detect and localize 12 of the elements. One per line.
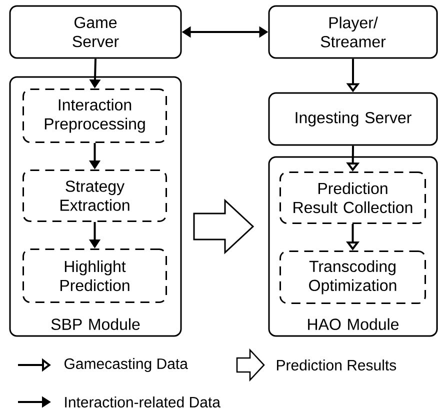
legend-text: Gamecasting Data (64, 358, 188, 372)
step-box: Prediction Result Collection (280, 172, 426, 224)
legend-text: Prediction Results (277, 360, 396, 370)
server-box: Game Server (9, 5, 182, 59)
step-box: Transcoding Optimization (280, 250, 426, 304)
step-box: Strategy Extraction (22, 170, 167, 222)
block-arrow (193, 198, 254, 254)
server-box: Ingesting Server (268, 92, 438, 146)
server-box: Player/ Streamer (268, 5, 438, 59)
step-box: Highlight Prediction (22, 248, 167, 303)
step-box: Interaction Preprocessing (22, 88, 167, 143)
legend-text: Interaction-related Data (65, 396, 220, 408)
